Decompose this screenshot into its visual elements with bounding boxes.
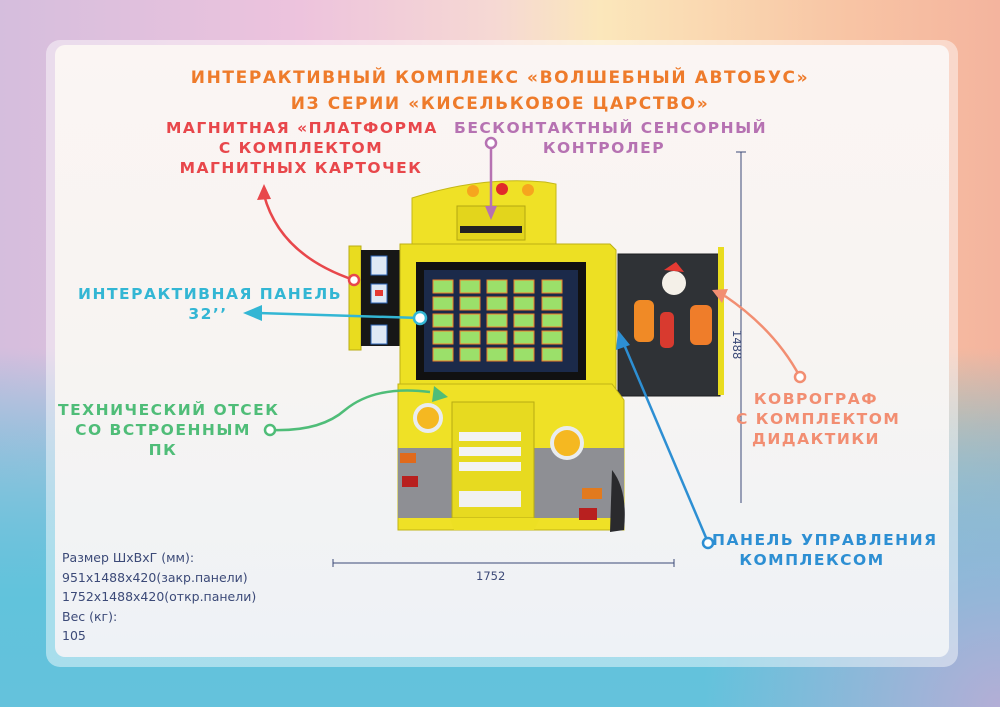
- height-dimension-label: 1488: [730, 330, 744, 360]
- callout-control-panel: ПАНЕЛЬ УПРАВЛЕНИЯ КОМПЛЕКСОМ: [712, 531, 938, 569]
- spec-weight-value: 105: [62, 628, 86, 643]
- spec-size-label: Размер ШхВхГ (мм):: [62, 550, 195, 565]
- spec-weight-label: Вес (кг):: [62, 608, 118, 624]
- title-line-1: ИНТЕРАКТИВНЫЙ КОМПЛЕКС «ВОЛШЕБНЫЙ АВТОБУ…: [190, 68, 810, 88]
- callout-interactive-panel: ИНТЕРАКТИВНАЯ ПАНЕЛЬ 32’’: [78, 285, 343, 323]
- sensor-controller: [460, 226, 522, 233]
- specifications: Размер ШхВхГ (мм): 951x1488x420(закр.пан…: [62, 548, 256, 646]
- spec-size-open: 1752x1488x420(откр.панели): [62, 589, 257, 604]
- title-line-2: ИЗ СЕРИИ «КИСЕЛЬКОВОЕ ЦАРСТВО»: [290, 94, 710, 114]
- spec-size-closed: 951x1488x420(закр.панели): [62, 569, 248, 585]
- callout-magnetic-platform: МАГНИТНАЯ «ПЛАТФОРМА С КОМПЛЕКТОМ МАГНИТ…: [166, 119, 438, 177]
- left-door-edge: [348, 245, 362, 351]
- callout-tech-compartment: ТЕХНИЧЕСКИЙ ОТСЕК СО ВСТРОЕННЫМ ПК: [58, 401, 280, 459]
- width-dimension-label: 1752: [476, 569, 506, 583]
- callout-kovrograf: КОВРОГРАФ С КОМПЛЕКТОМ ДИДАКТИКИ: [736, 390, 901, 448]
- callout-sensor-controller: БЕСКОНТАКТНЫЙ СЕНСОРНЫЙ КОНТРОЛЕР: [454, 119, 768, 157]
